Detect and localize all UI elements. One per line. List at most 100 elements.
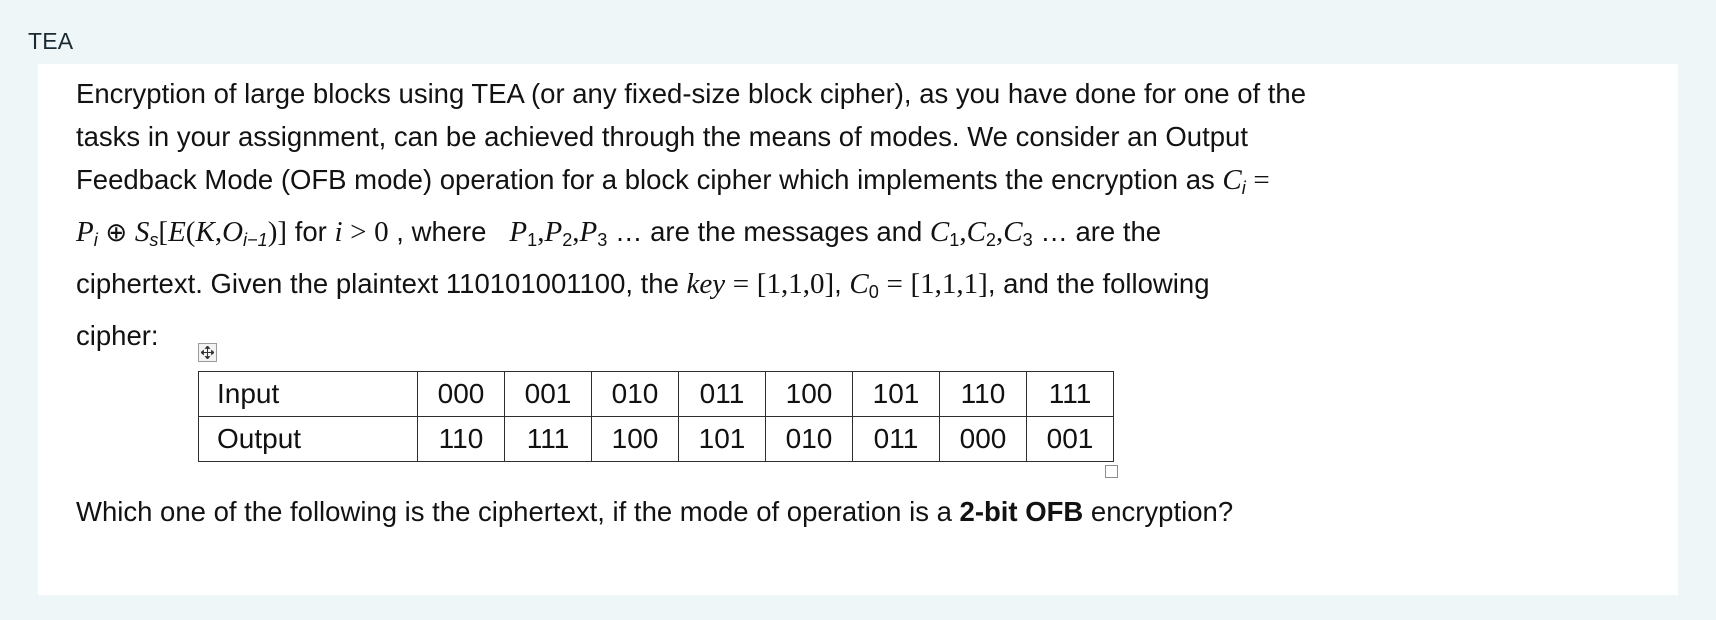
input-cell: 000 — [417, 371, 505, 417]
math-C-subscript: i — [1241, 178, 1246, 199]
output-cell: 101 — [678, 416, 766, 462]
math-P2-subscript: 2 — [562, 230, 573, 251]
page-title: TEA — [28, 28, 74, 54]
math-sep-4: , — [996, 216, 1004, 249]
math-P1-subscript: 1 — [527, 230, 538, 251]
math-equals: = — [1253, 164, 1270, 196]
input-cell: 100 — [765, 371, 853, 417]
math-greater-than: > — [350, 216, 367, 249]
input-cell: 011 — [678, 371, 766, 417]
math-bracket-close: ] — [277, 216, 288, 249]
input-cell: 010 — [591, 371, 679, 417]
math-P1: P — [509, 216, 528, 249]
output-cell: 010 — [765, 416, 853, 462]
passage-line-1-text: Encryption of large blocks using TEA (or… — [76, 78, 1307, 109]
math-paren-close: ) — [267, 216, 278, 249]
input-cell: 110 — [939, 371, 1027, 417]
passage-line-4: Pi ⊕ Ss[E(K,Oi−1)] for i > 0 , where P1,… — [76, 210, 1638, 262]
math-i: i — [334, 216, 343, 249]
math-comma-2: , — [396, 216, 404, 248]
formula-ci-equals: Ci = — [1222, 164, 1270, 199]
comma-after-key: , — [834, 268, 842, 300]
math-zero: 0 — [374, 216, 389, 249]
math-C1: C — [929, 216, 950, 249]
math-paren-open: ( — [185, 216, 196, 249]
output-cell: 110 — [417, 416, 505, 462]
given-plaintext-text: ciphertext. Given the plaintext 11010100… — [76, 268, 1210, 303]
output-cell: 000 — [939, 416, 1027, 462]
math-P-subscript: i — [93, 230, 98, 251]
input-cell: 101 — [852, 371, 940, 417]
input-cell: 111 — [1026, 371, 1114, 417]
cipher-lookup-table: Input 000 001 010 011 100 101 110 111 Ou… — [198, 371, 1114, 462]
question-prefix: Which one of the following is the cipher… — [76, 496, 960, 527]
math-sep-2: , — [572, 216, 580, 249]
math-K: K — [195, 216, 215, 249]
xor-operator-icon: ⊕ — [105, 218, 128, 249]
table-row: Input 000 001 010 011 100 101 110 111 — [198, 371, 1114, 417]
where-clause-messages: where P1,P2,P3 … — [411, 216, 651, 251]
math-sep-3: , — [959, 216, 967, 249]
math-comma: , — [214, 216, 223, 249]
passage-line-6: cipher: — [76, 314, 1638, 357]
question-card: Encryption of large blocks using TEA (or… — [38, 64, 1678, 595]
math-P: P — [76, 216, 94, 249]
math-sep-1: , — [537, 216, 545, 249]
passage-text: Encryption of large blocks using TEA (or… — [76, 72, 1638, 357]
following-text: , and the following — [987, 268, 1210, 300]
table-move-handle[interactable] — [198, 343, 217, 362]
table-row: Output 110 111 100 101 010 011 000 001 — [198, 416, 1114, 462]
math-bracket-open: [ — [158, 216, 169, 249]
move-icon — [201, 346, 214, 359]
math-key: key — [686, 268, 726, 301]
formula-main: Pi ⊕ Ss[E(K,Oi−1)] for i > 0 , — [76, 216, 412, 251]
math-P3-subscript: 3 — [597, 230, 608, 251]
output-cell: 111 — [504, 416, 592, 462]
c0-value: [1,1,1] — [910, 268, 988, 301]
ellipsis-2: … — [1040, 216, 1068, 248]
ellipsis-1: … — [614, 216, 643, 248]
output-cell: 001 — [1026, 416, 1114, 462]
passage-line-3: Feedback Mode (OFB mode) operation for a… — [76, 158, 1638, 210]
math-C3: C — [1003, 216, 1023, 249]
math-S-subscript: s — [149, 230, 159, 251]
cipher-label: cipher: — [76, 320, 159, 352]
input-cell: 001 — [504, 371, 592, 417]
math-E: E — [168, 216, 186, 249]
key-value: [1,1,0] — [756, 268, 835, 301]
for-keyword: for — [294, 216, 327, 248]
question-suffix: encryption? — [1083, 496, 1234, 527]
passage-line-5: ciphertext. Given the plaintext 11010100… — [76, 262, 1638, 314]
where-keyword: where — [411, 216, 487, 248]
messages-and-text: are the messages and — [650, 216, 923, 248]
math-O-subscript: i−1 — [243, 230, 268, 251]
passage-line-3-text: Feedback Mode (OFB mode) operation for a… — [76, 164, 1215, 195]
ciphertext-symbols: C1,C2,C3 … — [929, 216, 1076, 251]
math-equals-key: = — [732, 268, 750, 301]
math-S: S — [134, 216, 150, 249]
math-P2: P — [544, 216, 563, 249]
math-P3: P — [579, 216, 598, 249]
math-C: C — [1222, 164, 1242, 196]
math-C2: C — [966, 216, 986, 249]
are-the-text: are the — [1075, 216, 1162, 248]
math-C3-subscript: 3 — [1022, 230, 1033, 251]
math-O: O — [222, 216, 244, 249]
passage-line-2: tasks in your assignment, can be achieve… — [76, 115, 1638, 158]
math-C2-subscript: 2 — [985, 230, 997, 251]
table-resize-handle[interactable] — [1105, 465, 1118, 478]
math-C0-subscript: 0 — [868, 282, 879, 303]
row-label-output: Output — [198, 416, 418, 462]
output-cell: 011 — [852, 416, 940, 462]
passage-line-2-text: tasks in your assignment, can be achieve… — [76, 121, 1248, 152]
math-C1-subscript: 1 — [949, 230, 960, 251]
math-C0: C — [849, 268, 869, 301]
cipher-table-container: Input 000 001 010 011 100 101 110 111 Ou… — [198, 343, 1118, 478]
passage-line-1: Encryption of large blocks using TEA (or… — [76, 72, 1638, 115]
row-label-input: Input — [198, 371, 418, 417]
output-cell: 100 — [591, 416, 679, 462]
plaintext-sentence: ciphertext. Given the plaintext 11010100… — [76, 268, 679, 300]
question-text: Which one of the following is the cipher… — [76, 492, 1646, 532]
math-equals-c0: = — [886, 268, 903, 301]
